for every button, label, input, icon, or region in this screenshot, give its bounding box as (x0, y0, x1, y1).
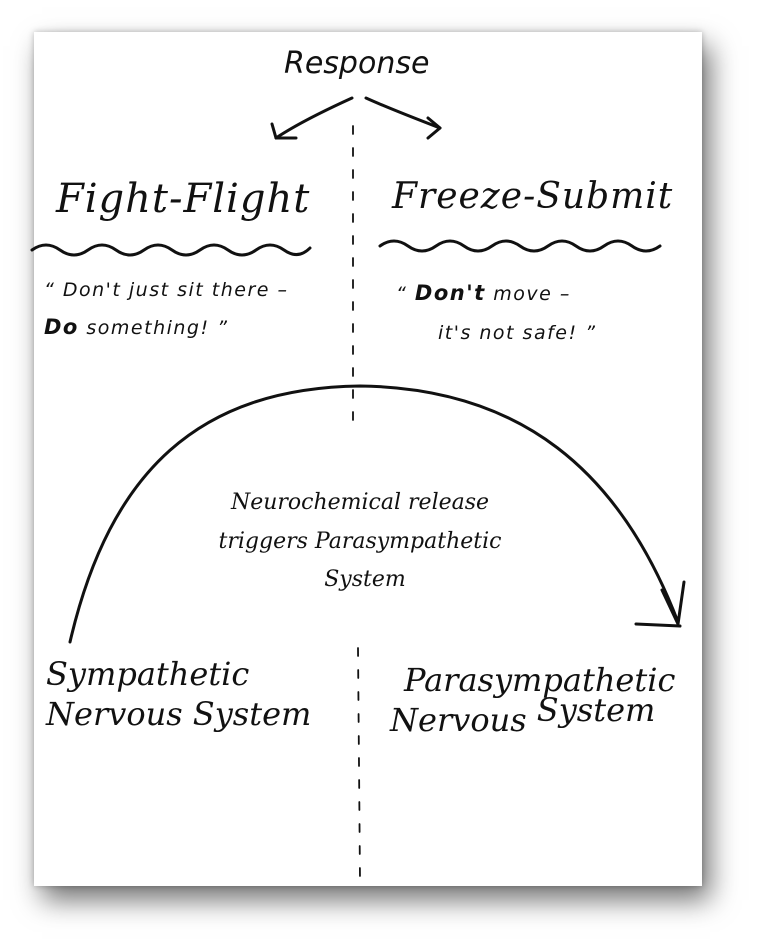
arc-arrow-head (634, 580, 686, 628)
quote-left-line1: “ Don't just sit there – (44, 279, 289, 301)
system-sympathetic: Sympathetic Nervous System (46, 654, 311, 734)
quote-fight-flight: “ Don't just sit there – Do something! ” (44, 272, 289, 348)
diagram-card (34, 32, 702, 886)
system-left-line1: Sympathetic (46, 655, 250, 693)
quote-right-bold: Don't (414, 281, 486, 305)
quote-left-bold: Do (44, 315, 79, 340)
system-left-line2: Nervous System (46, 695, 312, 733)
system-right-line1: Parasympathetic (404, 661, 676, 699)
center-note: Neurochemical release triggers Parasympa… (160, 484, 560, 600)
divider-bottom (357, 647, 361, 881)
quote-right-mid: move – (485, 283, 571, 305)
arrow-right (364, 96, 442, 130)
system-right-line2a: Nervous (390, 701, 527, 739)
quote-freeze-submit: “ Don't move – it's not safe! ” (396, 272, 596, 352)
underline-right (378, 239, 662, 253)
heading-fight-flight: Fight-Flight (56, 176, 311, 222)
arrow-left (274, 96, 354, 140)
center-line1: Neurochemical release (230, 490, 490, 515)
heading-freeze-submit: Freeze-Submit (392, 176, 674, 217)
arrow-right-head (426, 116, 442, 140)
quote-right-open: “ (396, 283, 415, 305)
quote-right-line2: it's not safe! ” (438, 322, 597, 344)
quote-left-line2: something! ” (78, 317, 229, 340)
system-parasympathetic: Parasympathetic Nervous System (390, 660, 676, 740)
center-line3: System (324, 567, 406, 592)
center-line2: triggers Parasympathetic (218, 528, 502, 554)
system-right-line2b: System (536, 691, 656, 729)
arrow-left-head (270, 122, 298, 140)
title-response: Response (284, 46, 430, 81)
arc-arrow (68, 384, 680, 644)
underline-left (30, 243, 312, 257)
